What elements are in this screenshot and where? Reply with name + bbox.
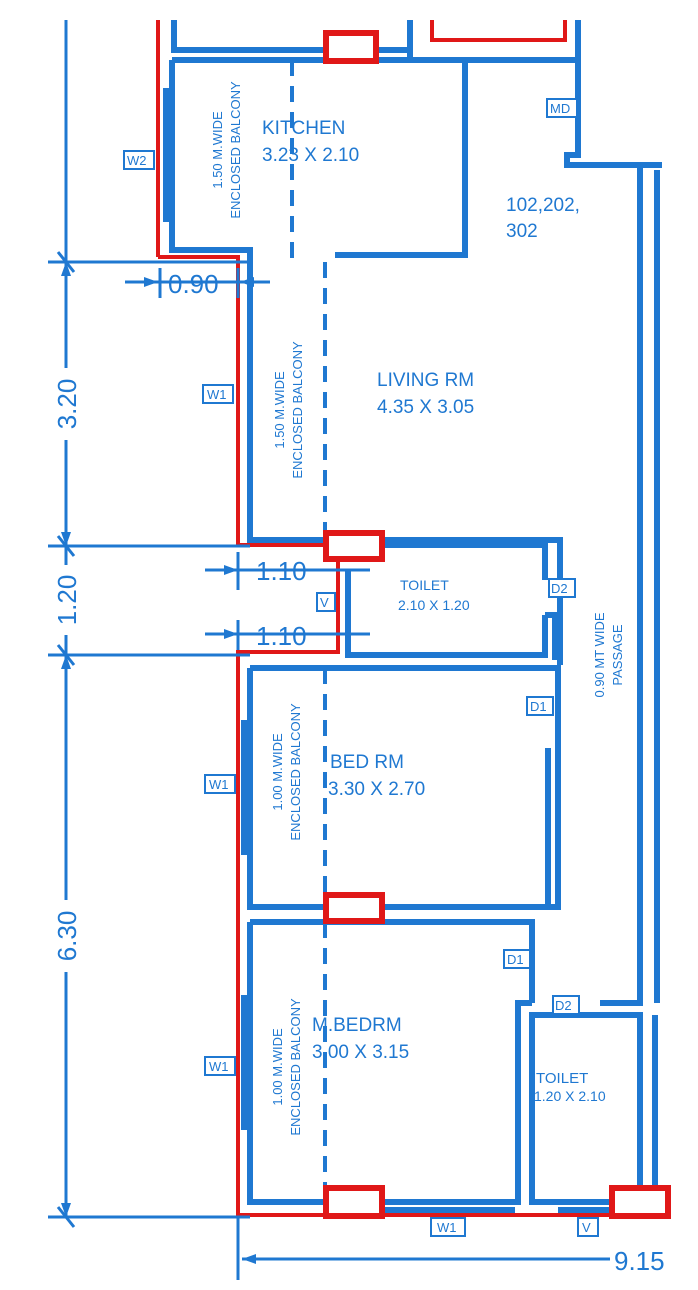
tag-w1-living: W1 — [202, 384, 234, 404]
mbed-balcony-line2: ENCLOSED BALCONY — [288, 998, 303, 1136]
dim-915: 9.15 — [614, 1246, 665, 1276]
dim-630-mask — [56, 900, 76, 972]
tag-v-bottom: V — [577, 1217, 599, 1237]
mbed-size: 3.00 X 3.15 — [312, 1042, 409, 1063]
flat-numbers-line2: 302 — [506, 221, 538, 242]
tag-d1-mbed-text: D1 — [507, 952, 524, 967]
dimension-arrows — [61, 262, 256, 1264]
living-balcony-line2: ENCLOSED BALCONY — [290, 341, 305, 479]
tag-v-bottom-text: V — [582, 1220, 591, 1235]
tag-d2-mbed: D2 — [552, 995, 580, 1015]
dim-120: 1.20 — [52, 575, 82, 626]
right-walls — [564, 60, 662, 1006]
tag-d1-bed: D1 — [526, 696, 554, 716]
tag-d2-mbed-text: D2 — [555, 998, 572, 1013]
tag-w2: W2 — [123, 150, 155, 170]
living-size: 4.35 X 3.05 — [377, 397, 474, 418]
mbed-balcony-line1: 1.00 M.WIDE — [270, 1028, 285, 1106]
mbed-name: M.BEDRM — [312, 1015, 402, 1036]
tag-v-toilet-text: V — [320, 595, 329, 610]
tag-w1-bed: W1 — [204, 774, 236, 794]
column-markers — [323, 30, 671, 1219]
tag-v-toilet: V — [316, 592, 336, 612]
toilet1-name: TOILET — [400, 577, 449, 593]
kitchen-balcony-line1: 1.50 M.WIDE — [210, 111, 225, 189]
toilet1-walls — [338, 542, 558, 660]
toilet2-walls — [529, 1012, 658, 1205]
tag-w1-mbed: W1 — [204, 1056, 236, 1076]
dim-090: 0.90 — [168, 269, 219, 299]
tag-md-text: MD — [550, 101, 570, 116]
dim-320-mask — [56, 368, 76, 440]
dim-320: 3.20 — [52, 379, 82, 430]
tag-w1-bottom: W1 — [430, 1217, 466, 1237]
toilet2-name: TOILET — [536, 1070, 588, 1087]
tag-w1-bed-text: W1 — [209, 777, 229, 792]
flat-numbers-line1: 102,202, — [506, 195, 580, 216]
kitchen-name: KITCHEN — [262, 118, 345, 139]
tag-d2-toilet-text: D2 — [551, 581, 568, 596]
kitchen-balcony-line2: ENCLOSED BALCONY — [228, 81, 243, 219]
tag-w1-mbed-text: W1 — [209, 1059, 229, 1074]
living-name: LIVING RM — [377, 370, 474, 391]
bed-size: 3.30 X 2.70 — [328, 779, 425, 800]
unit-boundary — [158, 255, 662, 1217]
toilet1-size: 2.10 X 1.20 — [398, 597, 470, 613]
bedroom-walls — [241, 665, 561, 910]
bed-balcony-line2: ENCLOSED BALCONY — [288, 703, 303, 841]
living-balcony-line1: 1.50 M.WIDE — [272, 371, 287, 449]
passage-line1: 0.90 MT WIDE — [592, 612, 607, 697]
tag-w2-text: W2 — [127, 153, 147, 168]
dim-110-bottom: 1.10 — [256, 621, 307, 651]
bed-name: BED RM — [330, 752, 404, 773]
passage-line2: PASSAGE — [610, 624, 625, 686]
tag-d2-toilet: D2 — [548, 578, 576, 598]
kitchen-walls — [163, 57, 563, 665]
bed-balcony-line1: 1.00 M.WIDE — [270, 733, 285, 811]
tag-d1-bed-text: D1 — [530, 699, 547, 714]
dim-630: 6.30 — [52, 911, 82, 962]
toilet2-size: 1.20 X 2.10 — [534, 1088, 606, 1104]
dim-120-mask — [56, 565, 76, 635]
tag-w1-bottom-text: W1 — [437, 1220, 457, 1235]
kitchen-size: 3.23 X 2.10 — [262, 145, 359, 166]
tag-d1-mbed: D1 — [503, 949, 531, 969]
tag-md: MD — [546, 98, 578, 118]
dim-110-top: 1.10 — [256, 556, 307, 586]
tag-w1-living-text: W1 — [207, 387, 227, 402]
